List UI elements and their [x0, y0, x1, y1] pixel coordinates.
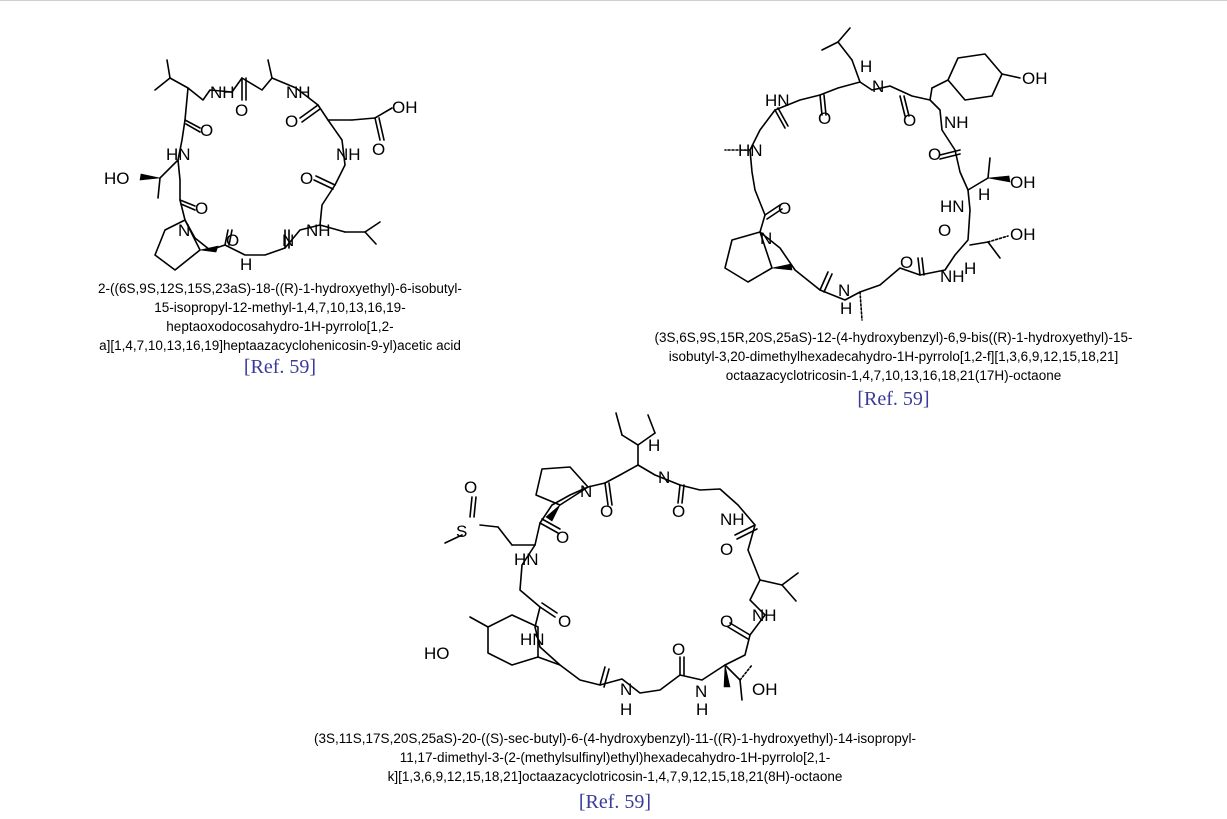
atom-label: N — [760, 229, 772, 248]
caption-line: heptaoxodocosahydro-1H-pyrrolo[1,2- — [166, 319, 394, 334]
atom-label: HN — [765, 91, 790, 110]
atom-label: NH — [944, 113, 969, 132]
atom-label: O — [226, 231, 239, 250]
caption-line: 11,17-dimethyl-3-(2-(methylsulfinyl)ethy… — [399, 750, 831, 765]
atom-label: O — [778, 199, 791, 218]
atom-label: NH — [720, 510, 745, 529]
molecule-3-structure — [444, 412, 799, 701]
atom-label: HO — [424, 644, 450, 663]
atom-label: HN — [520, 630, 545, 649]
molecule-1-reference: [Ref. 59] — [243, 356, 317, 378]
atom-label: O — [672, 502, 685, 521]
molecule-2-caption: (3S,6S,9S,15R,20S,25aS)-12-(4-hydroxyben… — [560, 328, 1227, 385]
atom-label: NH — [752, 606, 777, 625]
atom-label: H — [860, 57, 872, 76]
atom-label: H — [240, 255, 252, 274]
molecule-3-atom-labels: H N N O O O S O HN NH O O HN NH HO O N O… — [424, 436, 778, 719]
molecule-2-reference: [Ref. 59] — [857, 388, 930, 410]
caption-line: a][1,4,7,10,13,16,19]heptaazacyclohenico… — [99, 338, 461, 353]
atom-label: O — [556, 528, 569, 547]
caption-line: octaazacyclotricosin-1,4,7,10,13,16,18,2… — [725, 368, 1062, 383]
atom-label: N — [872, 77, 884, 96]
caption-line: k][1,3,6,9,12,15,18,21]octaazacyclotrico… — [387, 769, 843, 784]
atom-label: S — [456, 522, 467, 541]
atom-label: O — [235, 101, 248, 120]
atom-label: HO — [104, 169, 130, 188]
atom-label: HN — [738, 141, 763, 160]
atom-label: H — [620, 700, 632, 719]
atom-label: NH — [940, 267, 965, 286]
molecule-1-atom-labels: NH NH O O O OH HN HO NH O O N O O NH N H — [104, 83, 418, 274]
atom-label: OH — [392, 98, 418, 117]
molecule-2-structure — [724, 27, 1021, 321]
atom-label: HN — [940, 197, 965, 216]
atom-label: OH — [1010, 173, 1036, 192]
molecule-1-caption: 2-((6S,9S,12S,15S,23aS)-18-((R)-1-hydrox… — [0, 279, 560, 355]
atom-label: H — [840, 299, 852, 318]
molecule-2-atom-labels: H N OH HN O O NH HN O OH H HN O OH N O O… — [738, 57, 1048, 318]
molecule-1-panel: NH NH O O O OH HN HO NH O O N O O NH N H… — [0, 0, 560, 400]
atom-label: O — [300, 169, 313, 188]
atom-label: N — [658, 468, 670, 487]
caption-line: 15-isopropyl-12-methyl-1,4,7,10,13,16,19… — [154, 300, 406, 315]
atom-label: H — [964, 259, 976, 278]
molecule-3-reference: [Ref. 59] — [578, 791, 652, 813]
atom-label: O — [600, 502, 613, 521]
atom-label: N — [178, 221, 190, 240]
atom-label: HN — [514, 550, 539, 569]
atom-label: O — [900, 253, 913, 272]
atom-label: O — [903, 111, 916, 130]
molecule-3-panel: H N N O O O S O HN NH O O HN NH HO O N O… — [140, 395, 1090, 819]
atom-label: O — [720, 612, 733, 631]
atom-label: NH — [286, 83, 311, 102]
atom-label: H — [978, 185, 990, 204]
atom-label: N — [580, 482, 592, 501]
caption-line: (3S,6S,9S,15R,20S,25aS)-12-(4-hydroxyben… — [654, 330, 1133, 345]
atom-label: O — [672, 640, 685, 659]
atom-label: OH — [752, 680, 778, 699]
atom-label: O — [720, 540, 733, 559]
atom-label: NH — [336, 145, 361, 164]
atom-label: NH — [210, 83, 235, 102]
atom-label: N — [620, 680, 632, 699]
atom-label: O — [372, 140, 385, 159]
atom-label: O — [928, 145, 941, 164]
atom-label: H — [696, 700, 708, 719]
caption-line: isobutyl-3,20-dimethylhexadecahydro-1H-p… — [668, 349, 1119, 364]
atom-label: OH — [1010, 225, 1036, 244]
atom-label: N — [282, 231, 294, 250]
atom-label: H — [648, 436, 660, 455]
molecule-2-panel: H N OH HN O O NH HN O OH H HN O OH N O O… — [560, 0, 1227, 410]
caption-line: 2-((6S,9S,12S,15S,23aS)-18-((R)-1-hydrox… — [98, 281, 462, 296]
atom-label: HN — [166, 145, 191, 164]
atom-label: O — [464, 478, 477, 497]
atom-label: O — [195, 199, 208, 218]
atom-label: N — [838, 281, 850, 300]
molecule-1-structure — [139, 59, 393, 271]
atom-label: OH — [1022, 69, 1048, 88]
atom-label: N — [695, 682, 707, 701]
caption-line: (3S,11S,17S,20S,25aS)-20-((S)-sec-butyl)… — [314, 731, 916, 746]
atom-label: O — [818, 109, 831, 128]
atom-label: O — [200, 121, 213, 140]
atom-label: NH — [306, 221, 331, 240]
atom-label: O — [558, 612, 571, 631]
atom-label: O — [285, 112, 298, 131]
atom-label: O — [938, 221, 951, 240]
molecule-3-caption: (3S,11S,17S,20S,25aS)-20-((S)-sec-butyl)… — [140, 729, 1090, 786]
top-border — [0, 0, 1227, 1]
